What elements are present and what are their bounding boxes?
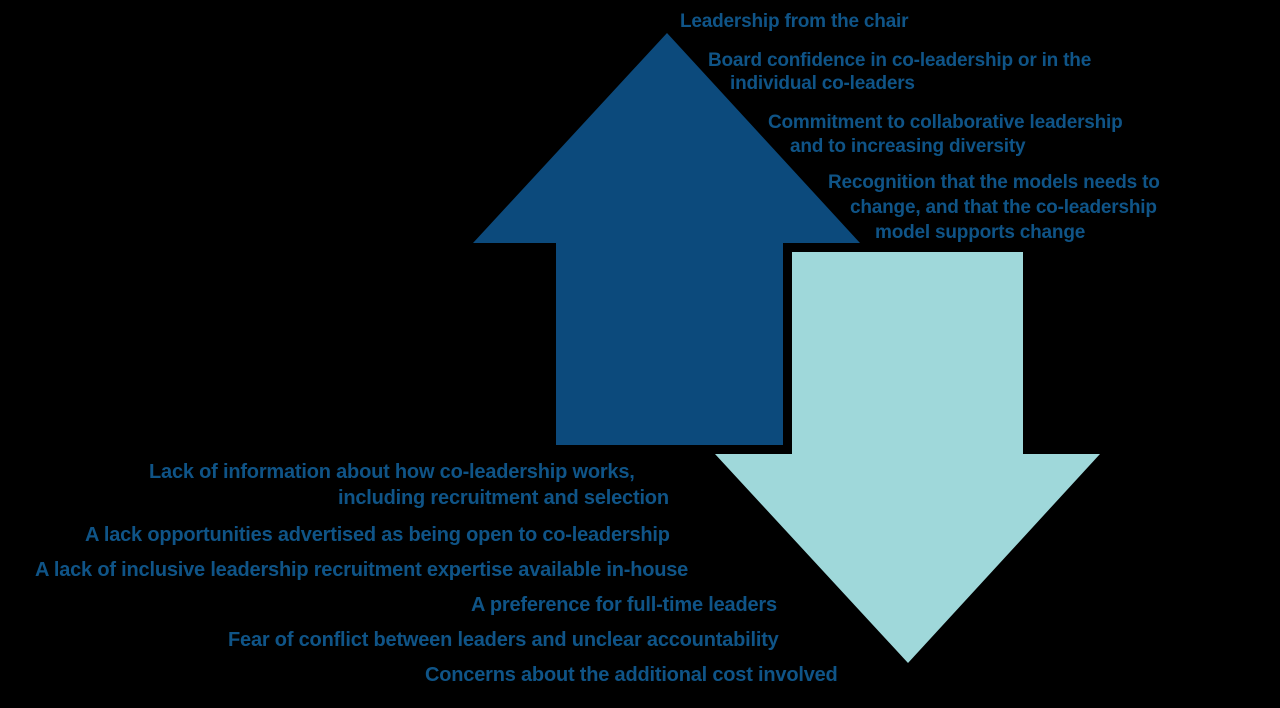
- barrier-1-line-2: including recruitment and selection: [338, 487, 669, 509]
- barrier-5-line-1: Fear of conflict between leaders and unc…: [228, 629, 779, 651]
- barrier-3-line-1: A lack of inclusive leadership recruitme…: [35, 559, 689, 581]
- enabler-3-line-1: Commitment to collaborative leadership: [768, 112, 1123, 133]
- barrier-1-line-1: Lack of information about how co-leaders…: [149, 461, 635, 483]
- barrier-2-line-1: A lack opportunities advertised as being…: [85, 524, 670, 546]
- enabler-2-line-1: Board confidence in co-leadership or in …: [708, 50, 1092, 71]
- up-arrow-shape: [473, 33, 860, 445]
- enabler-1-line-1: Leadership from the chair: [680, 11, 909, 32]
- barrier-4-line-1: A preference for full-time leaders: [471, 594, 777, 616]
- enabler-4-line-1: Recognition that the models needs to: [828, 172, 1160, 193]
- enabler-4-line-3: model supports change: [875, 222, 1086, 243]
- down-arrow-shape: [715, 252, 1100, 663]
- enabler-4-line-2: change, and that the co-leadership: [850, 197, 1157, 218]
- barrier-6-line-1: Concerns about the additional cost invol…: [425, 664, 838, 686]
- enabler-3-line-2: and to increasing diversity: [790, 136, 1026, 157]
- enabler-2-line-2: individual co-leaders: [730, 73, 915, 94]
